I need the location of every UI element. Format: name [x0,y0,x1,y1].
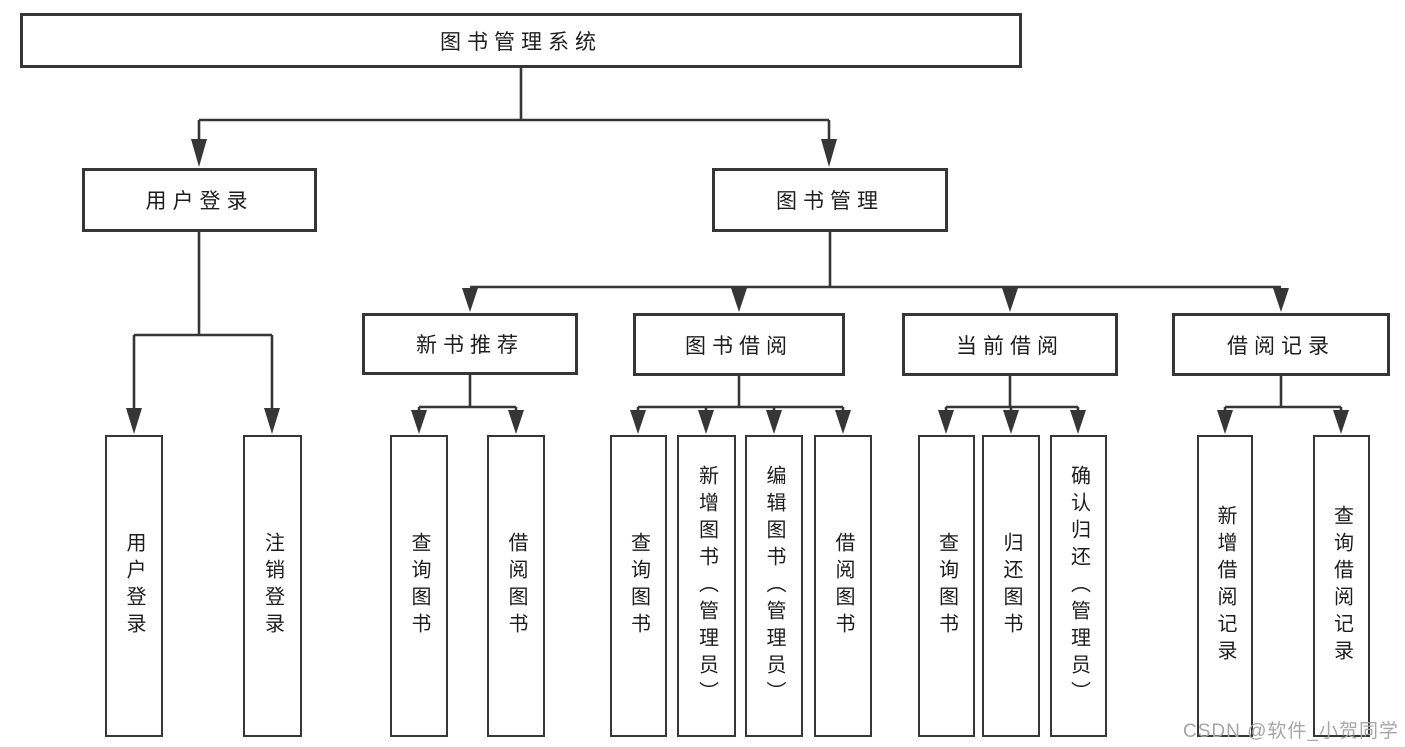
leaf-records-add-record: 新增借阅记录 [1197,435,1253,737]
arrowhead-icons [126,139,1349,434]
node-book-borrow: 图书借阅 [633,313,845,376]
leaf-current-confirm-return-admin: 确认归还（管理员） [1050,435,1107,737]
node-label: 新书推荐 [416,334,524,357]
leaf-label: 用户登录 [123,532,145,640]
node-label: 用户登录 [145,190,254,213]
leaf-label: 查询图书 [408,532,430,640]
node-label: 图书管理系统 [440,30,602,54]
leaf-borrow-query-book: 查询图书 [610,435,667,737]
node-book-management: 图书管理 [712,168,948,232]
node-new-book-recommend: 新书推荐 [362,313,578,375]
node-label: 当前借阅 [956,334,1064,358]
leaf-borrow-edit-book-admin: 编辑图书（管理员） [745,435,803,737]
leaf-recommend-borrow-book: 借阅图书 [487,435,545,737]
node-label: 图书借阅 [685,334,793,358]
leaf-borrow-borrow-book: 借阅图书 [814,435,872,737]
leaf-label: 编辑图书（管理员） [763,464,785,708]
leaf-label: 查询图书 [627,532,650,640]
leaf-label: 注销登录 [261,532,284,640]
node-borrow-records: 借阅记录 [1172,313,1390,376]
leaf-label: 借阅图书 [505,532,527,640]
node-user-login: 用户登录 [82,168,317,232]
node-label: 借阅记录 [1227,334,1335,358]
leaf-label: 查询借阅记录 [1330,505,1353,667]
node-label: 图书管理 [776,190,884,213]
leaf-recommend-query-book: 查询图书 [390,435,448,737]
leaf-label: 归还图书 [1000,532,1022,640]
leaf-current-return-book: 归还图书 [982,435,1040,737]
leaf-label: 确认归还（管理员） [1067,464,1090,708]
leaf-label: 新增借阅记录 [1214,505,1236,667]
leaf-borrow-add-book-admin: 新增图书（管理员） [677,435,736,737]
leaf-records-query-record: 查询借阅记录 [1313,435,1370,737]
leaf-user-login: 用户登录 [105,435,163,737]
node-current-borrow: 当前借阅 [902,313,1118,376]
csdn-watermark: CSDN @软件_小贺同学 [1183,721,1399,742]
leaf-label: 新增图书（管理员） [695,464,718,708]
leaf-current-query-book: 查询图书 [918,435,975,737]
leaf-label: 借阅图书 [832,532,854,640]
leaf-logout-login: 注销登录 [243,435,302,737]
leaf-label: 查询图书 [935,532,958,640]
node-root-library-system: 图书管理系统 [20,13,1022,68]
